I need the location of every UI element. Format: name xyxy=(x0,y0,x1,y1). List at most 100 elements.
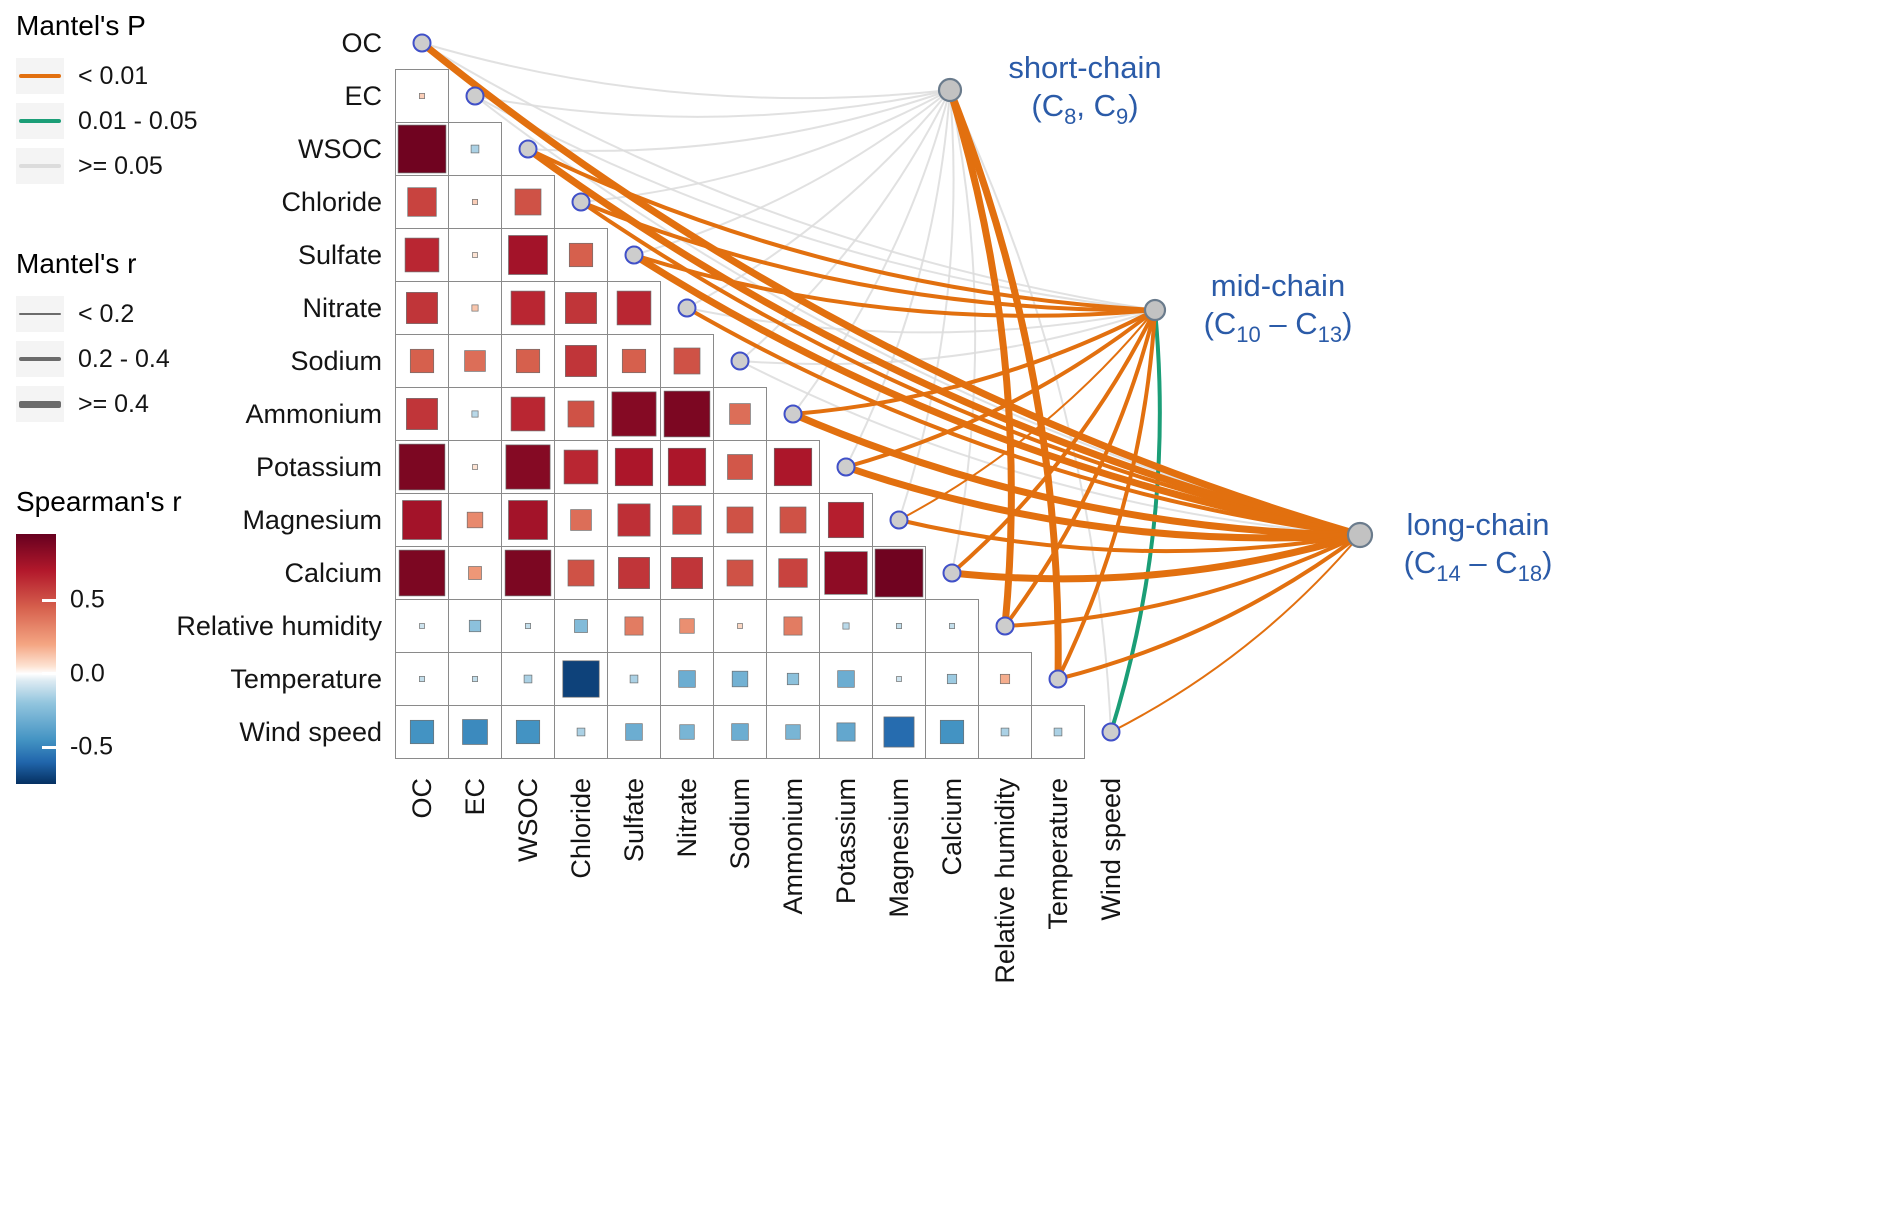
spearman-square xyxy=(671,557,703,589)
legend-item-r-lt-02: < 0.2 xyxy=(16,296,170,332)
mantel-link xyxy=(1110,534,1361,733)
spearman-square xyxy=(398,443,446,491)
mantel-link xyxy=(633,89,951,256)
column-label: Calcium xyxy=(937,778,967,876)
mantel-link xyxy=(421,42,1156,311)
spearman-square xyxy=(616,290,652,326)
legend-key xyxy=(16,148,64,184)
legend-item-p-001-005: 0.01 - 0.05 xyxy=(16,103,198,139)
mantel-link xyxy=(686,307,1156,334)
legend-item-label: 0.01 - 0.05 xyxy=(78,106,198,135)
spearman-square xyxy=(999,673,1011,685)
node-label: mid-chain xyxy=(1211,268,1345,303)
spearman-square xyxy=(398,549,446,597)
spearman-square xyxy=(562,660,600,698)
diagonal-node xyxy=(1048,669,1068,689)
spearman-square xyxy=(406,398,438,430)
mantel-link xyxy=(1056,533,1362,681)
spearman-square xyxy=(614,447,654,487)
spearman-square xyxy=(939,719,965,745)
column-label: Sodium xyxy=(725,778,755,870)
spearman-square xyxy=(508,235,548,275)
mantel-link xyxy=(686,89,951,309)
column-label: Potassium xyxy=(831,778,861,904)
spearman-square xyxy=(883,716,915,748)
spearman-square xyxy=(1053,727,1063,737)
row-label: Magnesium xyxy=(242,505,382,535)
diagonal-node xyxy=(995,616,1015,636)
column-label: Ammonium xyxy=(778,778,808,915)
legend-item-p-ge-005: >= 0.05 xyxy=(16,148,198,184)
spearman-square xyxy=(468,566,482,580)
diagonal-node xyxy=(412,33,432,53)
spearman-square xyxy=(504,549,552,597)
spearman-square xyxy=(731,670,749,688)
spearman-square xyxy=(406,292,438,324)
row-label: WSOC xyxy=(298,134,382,164)
column-label: EC xyxy=(460,778,490,816)
spearman-square xyxy=(836,722,856,742)
spearman-square xyxy=(505,444,551,490)
spearman-square xyxy=(1000,727,1010,737)
spearman-square xyxy=(672,505,702,535)
matrix-cell xyxy=(448,175,502,229)
spearman-square xyxy=(824,551,868,595)
mantel-link xyxy=(946,86,1015,630)
mantel-link xyxy=(1056,308,1157,681)
legend-key xyxy=(16,341,64,377)
spearman-square xyxy=(419,93,425,99)
spearman-square xyxy=(419,676,425,682)
spearman-square xyxy=(625,723,643,741)
mantel-link xyxy=(791,308,1157,416)
spearman-square xyxy=(568,242,594,268)
legend-item-r-ge-04: >= 0.4 xyxy=(16,386,170,422)
mantel-link xyxy=(949,89,1112,733)
row-label: Relative humidity xyxy=(176,611,382,641)
column-label: Relative humidity xyxy=(990,778,1020,984)
legend-spearman-title: Spearman's r xyxy=(16,486,182,517)
spearman-square xyxy=(874,548,924,598)
legend-item-r-02-04: 0.2 - 0.4 xyxy=(16,341,170,377)
column-label: OC xyxy=(407,778,437,819)
mantel-link xyxy=(685,306,1362,537)
legend-key xyxy=(16,58,64,94)
p-line-swatch xyxy=(19,164,61,168)
spearman-square xyxy=(611,391,657,437)
mantel-link xyxy=(897,518,1362,554)
diagonal-node xyxy=(889,510,909,530)
network-node xyxy=(1346,521,1374,549)
spearman-square xyxy=(472,464,478,470)
legend-item-label: >= 0.05 xyxy=(78,151,163,180)
legend-item-label: < 0.2 xyxy=(78,299,135,328)
column-label: Wind speed xyxy=(1096,778,1126,921)
spearman-square xyxy=(667,447,707,487)
spearman-square xyxy=(896,676,902,682)
legend-key xyxy=(16,103,64,139)
p-line-swatch xyxy=(19,119,61,123)
diagonal-node xyxy=(624,245,644,265)
legend-item-label: 0.2 - 0.4 xyxy=(78,344,170,373)
diagonal-node xyxy=(730,351,750,371)
diagonal-node xyxy=(677,298,697,318)
mantel-link xyxy=(418,39,1364,539)
spearman-square xyxy=(472,199,478,205)
spearman-square xyxy=(618,557,650,589)
node-sublabel: (C14 – C18) xyxy=(1404,545,1553,586)
row-label: Sulfate xyxy=(298,240,382,270)
row-label: Sodium xyxy=(290,346,382,376)
spearman-square xyxy=(402,500,442,540)
spearman-square xyxy=(565,292,597,324)
legend-key xyxy=(16,296,64,332)
spearman-square xyxy=(472,676,478,682)
mantel-link xyxy=(1003,308,1157,628)
diagonal-node xyxy=(1101,722,1121,742)
column-label: Nitrate xyxy=(672,778,702,858)
row-label: Temperature xyxy=(230,664,382,694)
spearman-square xyxy=(678,670,696,688)
network-node xyxy=(937,77,963,103)
diagonal-node xyxy=(783,404,803,424)
column-label: Temperature xyxy=(1043,778,1073,930)
spearman-square xyxy=(510,290,546,326)
column-label: Sulfate xyxy=(619,778,649,862)
spearman-square xyxy=(515,719,541,745)
